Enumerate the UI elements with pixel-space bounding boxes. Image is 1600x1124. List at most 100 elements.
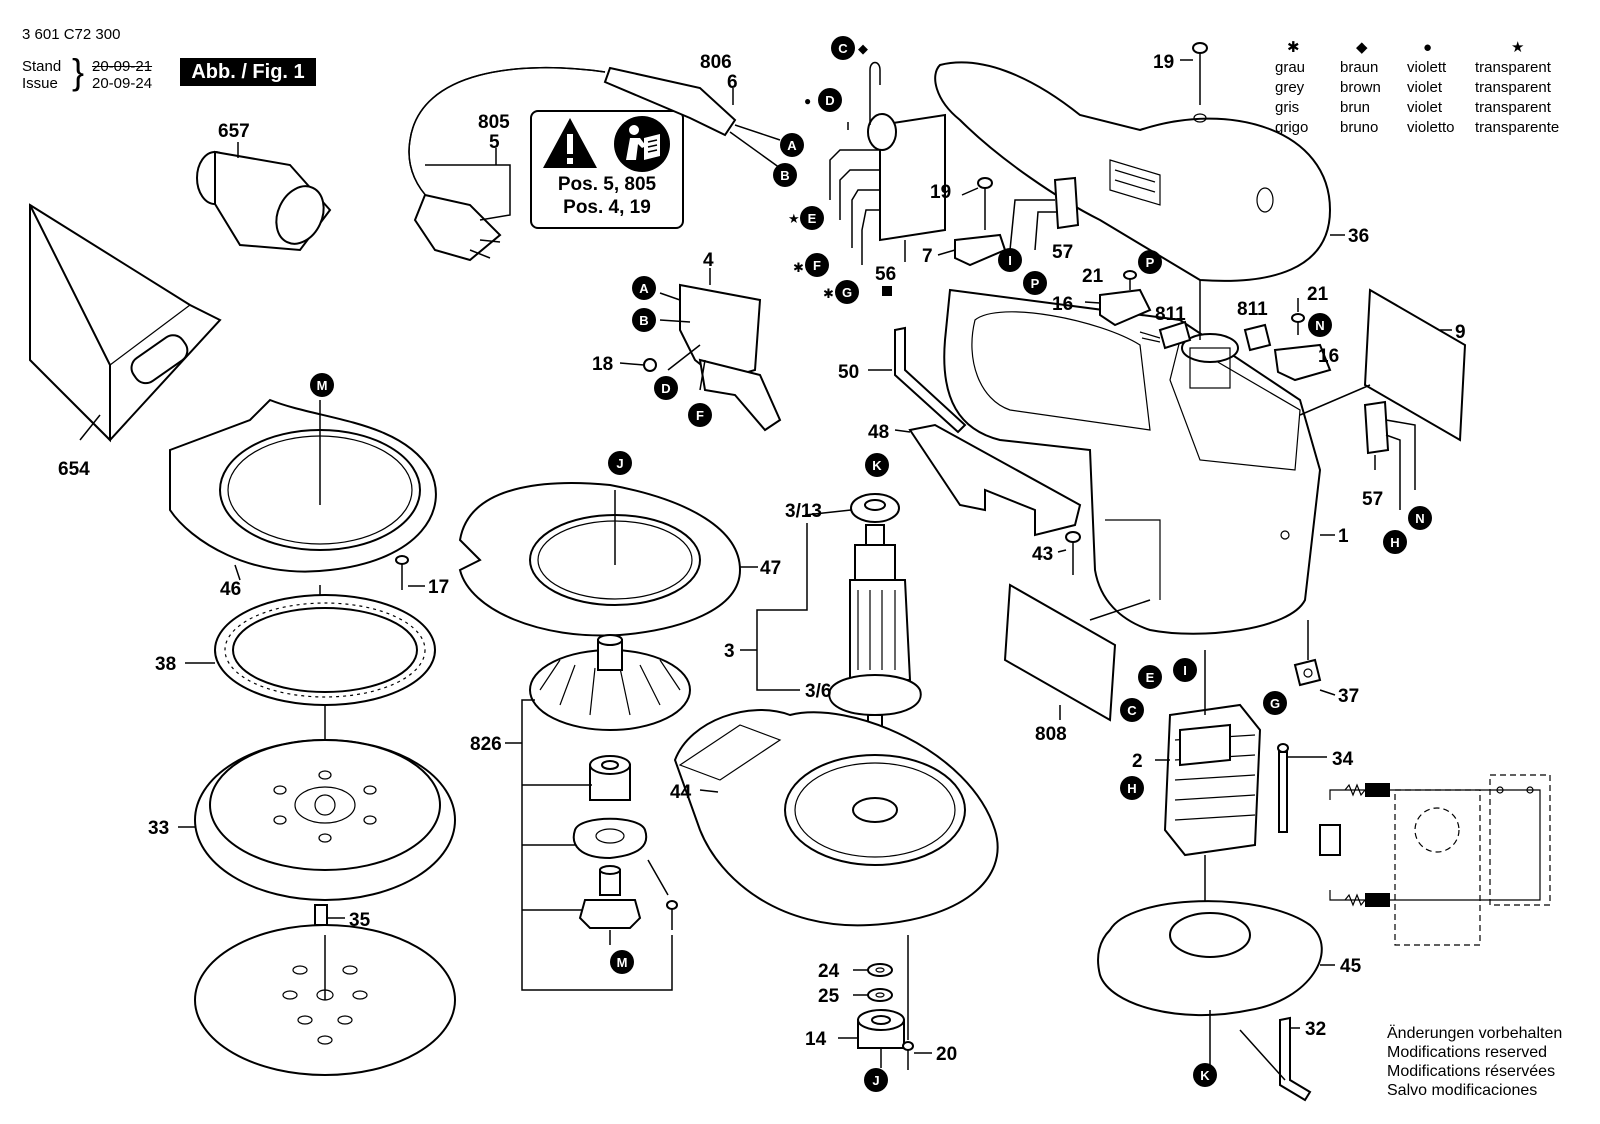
legend-symbol: ★: [1511, 39, 1525, 56]
legend-entry: violetto: [1407, 119, 1455, 136]
issue-label: Issue: [22, 75, 58, 92]
label-811-right: 811: [1237, 299, 1268, 320]
label-57-right: 57: [1362, 489, 1383, 510]
part-2-field-coil: [1155, 650, 1262, 950]
label-32: 32: [1305, 1019, 1326, 1040]
connector-P-top: P: [1023, 271, 1047, 295]
label-25: 25: [818, 986, 840, 1007]
connector-letter: H: [1127, 781, 1136, 796]
label-18: 18: [592, 354, 613, 375]
legend-entry: grey: [1275, 79, 1305, 96]
part-805-cable: [408, 66, 606, 262]
part-56-capacitor: [829, 61, 946, 265]
connector-K-bottom: K: [1193, 1063, 1217, 1087]
connector-letter: D: [661, 381, 670, 396]
label-805: 805: [478, 112, 510, 133]
label-21-left: 21: [1082, 266, 1104, 287]
part-811-brush-left: [1139, 320, 1192, 350]
part-48-dust-duct: [894, 423, 1082, 537]
connector-letter: C: [838, 41, 848, 56]
figure-label: Abb. / Fig. 1: [180, 58, 316, 86]
connector-D-switch: D: [654, 376, 678, 400]
part-24-washer: [853, 963, 893, 977]
part-9-filter-sheet: [1299, 288, 1467, 442]
legend-symbol: ✱: [1287, 39, 1300, 56]
label-36: 36: [1348, 226, 1369, 247]
label-33: 33: [148, 818, 169, 839]
part-labels: 657 654 805 5 806 6 4 18 19 19 7 57 57 5…: [58, 52, 1466, 1065]
label-7: 7: [922, 246, 933, 267]
connector-letter: A: [787, 138, 797, 153]
part-4-switch: [619, 268, 782, 432]
part-47-baffle-plate: [458, 482, 758, 637]
connector-letter: M: [617, 955, 628, 970]
label-37: 37: [1338, 686, 1359, 707]
read-manual-icon: [614, 116, 670, 172]
label-3-6: 3/6: [805, 681, 831, 702]
label-45: 45: [1340, 956, 1362, 977]
label-826: 826: [470, 734, 502, 755]
connector-N-lower: N: [1408, 506, 1432, 530]
label-14: 14: [805, 1029, 827, 1050]
warning-pos-line1: Pos. 5, 805: [557, 174, 657, 195]
part-20-screw: [902, 1041, 932, 1070]
label-19-top: 19: [1153, 52, 1174, 73]
connector-H-field: H: [1120, 776, 1144, 800]
label-34: 34: [1332, 749, 1354, 770]
marker-grey: ✱: [793, 260, 804, 275]
connector-J-top: J: [608, 451, 632, 475]
connector-letter: P: [1146, 255, 1155, 270]
part-38-sealing-ring: [185, 594, 436, 760]
part-16-brush-cap-left: [1084, 288, 1152, 327]
connector-A-wire: A: [780, 133, 804, 157]
part-657-adapter: [196, 142, 332, 252]
part-25-washer: [853, 988, 893, 1002]
part-37-washer: [1293, 620, 1336, 696]
part-17-screw: [395, 555, 425, 590]
part-50-hex-key: [868, 326, 967, 434]
legend-entry: grigo: [1275, 119, 1309, 136]
legend-entry: brown: [1340, 79, 1381, 96]
legend-entry: transparent: [1475, 59, 1551, 76]
wiring-schematic: [1319, 774, 1551, 946]
label-46: 46: [220, 579, 241, 600]
marker-brown: ◆: [858, 41, 868, 56]
part-eccentric-screw: [505, 699, 678, 991]
label-35: 35: [349, 910, 371, 931]
connector-E-capacitor: E: [800, 206, 824, 230]
label-808: 808: [1035, 724, 1067, 745]
part-806-cable-end: [603, 66, 781, 169]
modifications-line: Modifications réservées: [1387, 1063, 1556, 1080]
label-19-left: 19: [930, 182, 951, 203]
label-654: 654: [58, 459, 90, 480]
connector-letter: I: [1183, 663, 1187, 678]
connector-letter: J: [616, 456, 623, 471]
connector-letter: H: [1390, 535, 1399, 550]
warning-triangle-icon: [543, 118, 597, 168]
label-21-right: 21: [1307, 284, 1329, 305]
old-date: 20-09-21: [92, 58, 153, 75]
marker-square: [882, 286, 892, 296]
connector-letter: G: [842, 285, 852, 300]
legend-entry: violet: [1407, 79, 1443, 96]
color-legend-grey: ✱ grau grey gris grigo: [1275, 38, 1308, 138]
color-legend-violet: ● violett violet violet violetto: [1407, 38, 1455, 138]
legend-entry: violett: [1407, 59, 1447, 76]
header-brace: }: [72, 51, 85, 92]
connector-B-wire: B: [773, 163, 797, 187]
connector-P-right: P: [1138, 250, 1162, 274]
part-3-armature: [740, 493, 922, 820]
connector-I-top: I: [998, 248, 1022, 272]
label-1: 1: [1338, 526, 1349, 547]
connector-letter: G: [1270, 696, 1280, 711]
part-57-brush-holder-right: [1363, 400, 1416, 510]
color-markers: ◆ ● ★ ✱ ✱: [788, 41, 892, 301]
marker-violet: ●: [804, 94, 811, 108]
label-24: 24: [818, 961, 840, 982]
label-5: 5: [489, 132, 500, 153]
connector-letter: C: [1127, 703, 1137, 718]
part-fan-bearing: [589, 755, 631, 801]
part-fan: [529, 634, 691, 731]
connector-letter: A: [639, 281, 649, 296]
legend-symbol: ●: [1423, 39, 1433, 56]
